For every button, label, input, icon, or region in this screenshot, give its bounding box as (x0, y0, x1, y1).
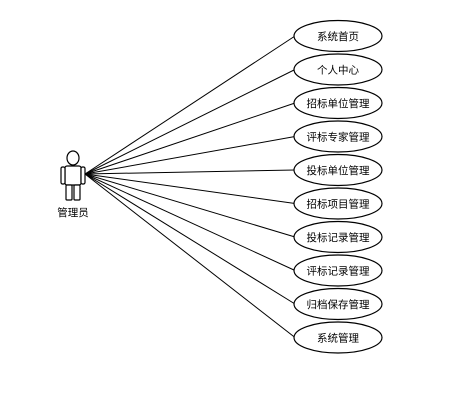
use-case-label: 评标记录管理 (307, 265, 370, 278)
use-case-label: 投标单位管理 (307, 164, 370, 177)
association-line (84, 173, 296, 338)
use-case: 招标单位管理 (293, 86, 383, 120)
use-case-label: 评标专家管理 (307, 131, 370, 144)
use-case-label: 投标记录管理 (307, 231, 370, 244)
association-line (84, 35, 296, 175)
association-line (84, 102, 296, 175)
use-case: 招标项目管理 (293, 187, 383, 220)
association-line (84, 136, 296, 175)
use-case-ellipse (293, 120, 383, 153)
use-case-ellipse (293, 321, 383, 354)
use-case-label: 归档保存管理 (307, 298, 370, 311)
use-case-ellipse (293, 254, 383, 287)
use-case-ellipse (293, 187, 383, 220)
use-case-label: 个人中心 (317, 64, 359, 77)
use-case: 评标记录管理 (293, 254, 383, 287)
use-case: 评标专家管理 (293, 120, 383, 153)
use-case: 投标记录管理 (293, 220, 383, 254)
use-case: 系统管理 (293, 321, 383, 354)
actor-admin: 管理员 (57, 150, 89, 219)
association-line (84, 173, 296, 305)
use-case-ellipse (293, 19, 383, 53)
actor-left-leg (65, 184, 73, 201)
association-line (84, 173, 296, 271)
actor-label: 管理员 (57, 206, 89, 219)
use-case: 系统首页 (293, 19, 383, 53)
use-case-label: 招标项目管理 (307, 198, 370, 211)
use-case-ellipse (293, 153, 383, 187)
use-case-ellipse (293, 220, 383, 254)
use-case-ellipse (293, 287, 383, 321)
actor-right-leg (73, 184, 81, 201)
use-case-label: 系统首页 (317, 30, 359, 43)
association-line (84, 173, 296, 238)
use-case-ellipse (293, 53, 383, 86)
association-line (84, 69, 296, 175)
actor-left-arm (60, 166, 66, 185)
use-case: 归档保存管理 (293, 287, 383, 321)
use-cases: 系统首页个人中心招标单位管理评标专家管理投标单位管理招标项目管理投标记录管理评标… (293, 19, 383, 354)
association-line (84, 173, 296, 204)
actor-head (66, 150, 80, 166)
use-case-label: 系统管理 (317, 332, 359, 345)
actor-right-arm (80, 166, 86, 185)
use-case: 个人中心 (293, 53, 383, 86)
actor-torso (64, 165, 82, 186)
association-line (84, 169, 296, 175)
use-case: 投标单位管理 (293, 153, 383, 187)
use-case-ellipse (293, 86, 383, 120)
use-case-label: 招标单位管理 (307, 97, 370, 110)
association-lines (84, 35, 296, 338)
